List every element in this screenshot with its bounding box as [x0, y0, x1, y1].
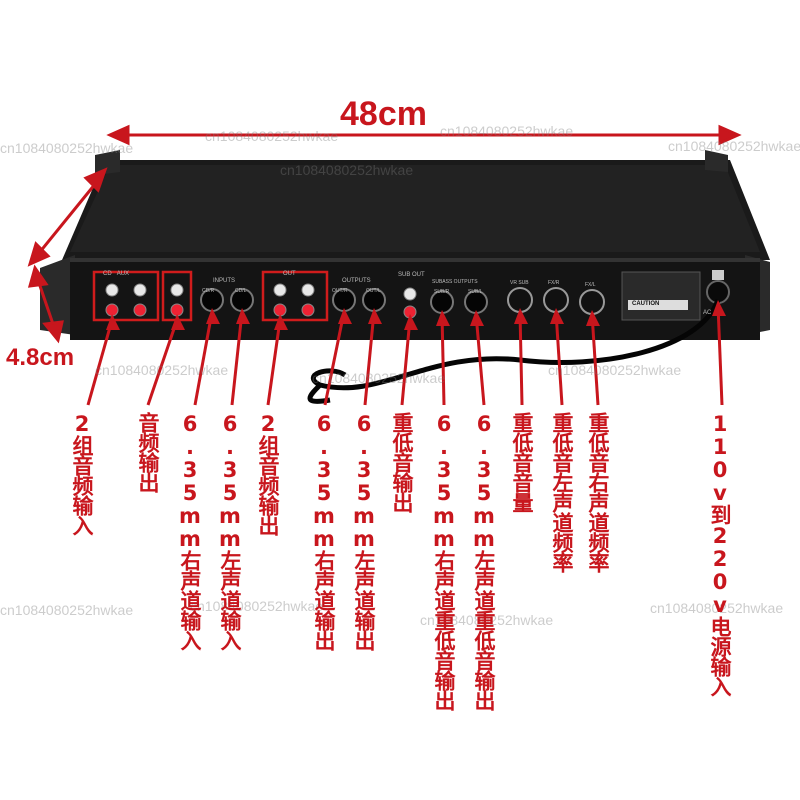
label-sub-right-frequency: 重低音右声道频率 — [586, 412, 610, 572]
cd-l-label: CD/L — [235, 288, 247, 294]
label-audio-input-2-groups: 2组音频输入 — [70, 412, 94, 535]
watermark: cn1084080252hwkae — [190, 598, 324, 614]
watermark: cn1084080252hwkae — [650, 600, 784, 616]
sub-l-label: SUB/L — [468, 289, 483, 295]
ac-label: AC — [703, 310, 712, 316]
watermark: cn1084080252hwkae — [312, 370, 446, 386]
label-subwoofer-volume: 重低音音量 — [510, 412, 534, 512]
label-subwoofer-output: 重低音输出 — [390, 412, 414, 512]
caution-label: CAUTION — [632, 301, 660, 307]
watermark: cn1084080252hwkae — [280, 162, 414, 178]
watermark: cn1084080252hwkae — [420, 612, 554, 628]
fx-r-label: FX/R — [548, 280, 560, 286]
power-cord — [310, 299, 721, 391]
label-sub-left-frequency: 重低音左声道频率 — [550, 412, 574, 572]
label-right-output: 6.35mm右声道输出 — [312, 412, 336, 650]
watermark: cn1084080252hwkae — [0, 140, 134, 156]
watermark: cn1084080252hwkae — [205, 128, 339, 144]
cd-r-label: CD/R — [202, 288, 215, 294]
outputs-label: OUTPUTS — [342, 278, 371, 284]
sub-out-label: SUB OUT — [398, 272, 425, 278]
label-right-input: 6.35mm右声道输入 — [178, 412, 202, 650]
label-right-subwoofer-output: 6.35mm右声道重低音输出 — [432, 412, 456, 710]
cd-aux-label: CD AUX — [103, 271, 130, 277]
watermark: cn1084080252hwkae — [440, 123, 574, 139]
watermark: cn1084080252hwkae — [668, 138, 800, 154]
sub-r-label: SUB/R — [434, 289, 450, 295]
watermark: cn1084080252hwkae — [95, 362, 229, 378]
out-l-label: OUT/L — [366, 288, 381, 294]
label-left-output: 6.35mm左声道输出 — [352, 412, 376, 650]
label-left-input: 6.35mm左声道输入 — [218, 412, 242, 650]
subass-outputs-label: SUBASS OUTPUTS — [432, 279, 478, 285]
watermark: cn1084080252hwkae — [548, 362, 682, 378]
out-label: OUT — [283, 271, 296, 277]
inputs-label: INPUTS — [213, 278, 236, 284]
vr-sub-label: VR SUB — [510, 280, 529, 286]
label-left-subwoofer-output: 6.35mm左声道重低音输出 — [472, 412, 496, 710]
label-audio-output: 音频输出 — [136, 412, 160, 492]
width-dimension: 48cm — [340, 95, 427, 133]
watermark: cn1084080252hwkae — [0, 602, 134, 618]
label-audio-output-2-groups: 2组音频输出 — [256, 412, 280, 535]
height-dimension: 4.8cm — [6, 344, 75, 371]
input-group-highlight — [92, 270, 160, 322]
out-r-label: OUT/R — [332, 288, 348, 294]
label-power-input: 110v到220v电源输入 — [708, 412, 732, 696]
fx-l-label: FX/L — [585, 282, 596, 288]
